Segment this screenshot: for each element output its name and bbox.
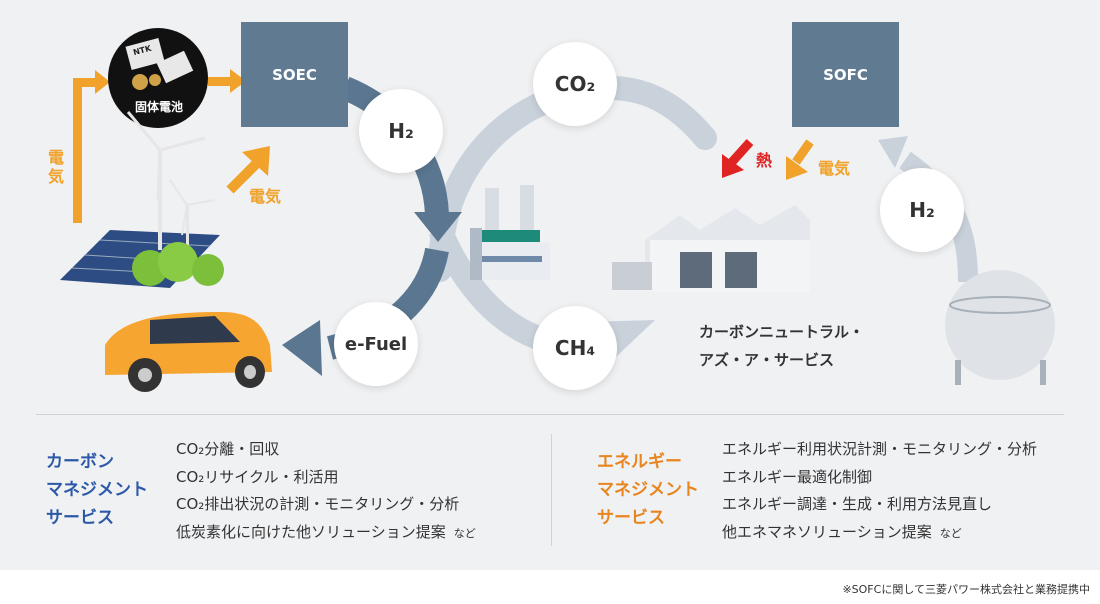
denki-right-label: 電気 (818, 159, 851, 178)
soec-label: SOEC (272, 65, 317, 84)
carbon-item: CO₂排出状況の計測・モニタリング・分析 (176, 495, 460, 513)
carbon-title-line1: カーボン (46, 452, 114, 472)
sofc-box: SOFC (792, 22, 899, 127)
energy-item-text: 他エネマネソリューション提案 (722, 522, 932, 541)
energy-item: エネルギー利用状況計測・モニタリング・分析 (722, 440, 1038, 458)
carbon-service-title: カーボン マネジメント サービス (46, 448, 148, 532)
energy-item: 他エネマネソリューション提案など (722, 519, 1037, 548)
carbon-neutral-line2: アズ・ア・サービス (699, 351, 835, 369)
energy-item: エネルギー最適化制御 (722, 467, 873, 486)
sofc-denki-arrow (792, 139, 814, 165)
vertical-divider (551, 434, 552, 546)
soec-box: SOEC (241, 22, 348, 127)
energy-item: エネルギー調達・生成・利用方法見直し (722, 495, 993, 513)
denki-diagonal-label: 電気 (249, 187, 282, 206)
tank-h2-arrow-head (878, 136, 908, 168)
efuel-arrow-head (282, 320, 322, 376)
carbon-service-list: CO₂分離・回収 CO₂リサイクル・利活用 CO₂排出状況の計測・モニタリング・… (176, 436, 476, 547)
netsu-label: 熱 (756, 151, 773, 170)
soec-h2-arrow-head (414, 212, 462, 242)
power-plant-icon (485, 188, 499, 238)
energy-suffix: など (939, 526, 962, 540)
co2-bubble: CO₂ (533, 42, 617, 126)
carbon-neutral-line1: カーボンニュートラル・ (699, 323, 865, 341)
carbon-item-text: 低炭素化に向けた他ソリューション提案 (176, 522, 446, 541)
vertical-denki-arrow (73, 83, 82, 223)
h2-left-bubble: H₂ (359, 89, 443, 173)
ch4-bubble: CH₄ (533, 306, 617, 390)
carbon-item: CO₂リサイクル・利活用 (176, 467, 339, 486)
energy-title-line2: マネジメント (597, 480, 699, 500)
carbon-title-line3: サービス (46, 508, 114, 528)
battery-soec-arrow (208, 77, 232, 86)
carbon-title-line2: マネジメント (46, 480, 148, 500)
wind-turbine-icon (158, 150, 162, 250)
energy-title-line1: エネルギー (597, 452, 682, 472)
efuel-bubble: e-Fuel (334, 302, 418, 386)
carbon-suffix: など (453, 526, 476, 540)
sofc-label: SOFC (823, 65, 868, 84)
h2-tank-icon (945, 270, 1055, 380)
horizontal-divider (36, 414, 1064, 415)
heat-arrow (728, 138, 754, 166)
footnote: ※SOFCに関して三菱パワー株式会社と業務提携中 (842, 583, 1090, 596)
carbon-item: 低炭素化に向けた他ソリューション提案など (176, 519, 476, 548)
carbon-item: CO₂分離・回収 (176, 440, 280, 458)
denki-vertical-label: 電気 (47, 148, 64, 186)
h2-right-bubble: H₂ (880, 168, 964, 252)
energy-title-line3: サービス (597, 508, 665, 528)
carbon-neutral-text: カーボンニュートラル・ アズ・ア・サービス (699, 318, 864, 374)
diagonal-denki-arrow (226, 156, 264, 194)
energy-service-list: エネルギー利用状況計測・モニタリング・分析 エネルギー最適化制御 エネルギー調達… (722, 436, 1037, 547)
solid-battery-label: 固体電池 (134, 100, 183, 114)
energy-service-title: エネルギー マネジメント サービス (597, 448, 699, 532)
